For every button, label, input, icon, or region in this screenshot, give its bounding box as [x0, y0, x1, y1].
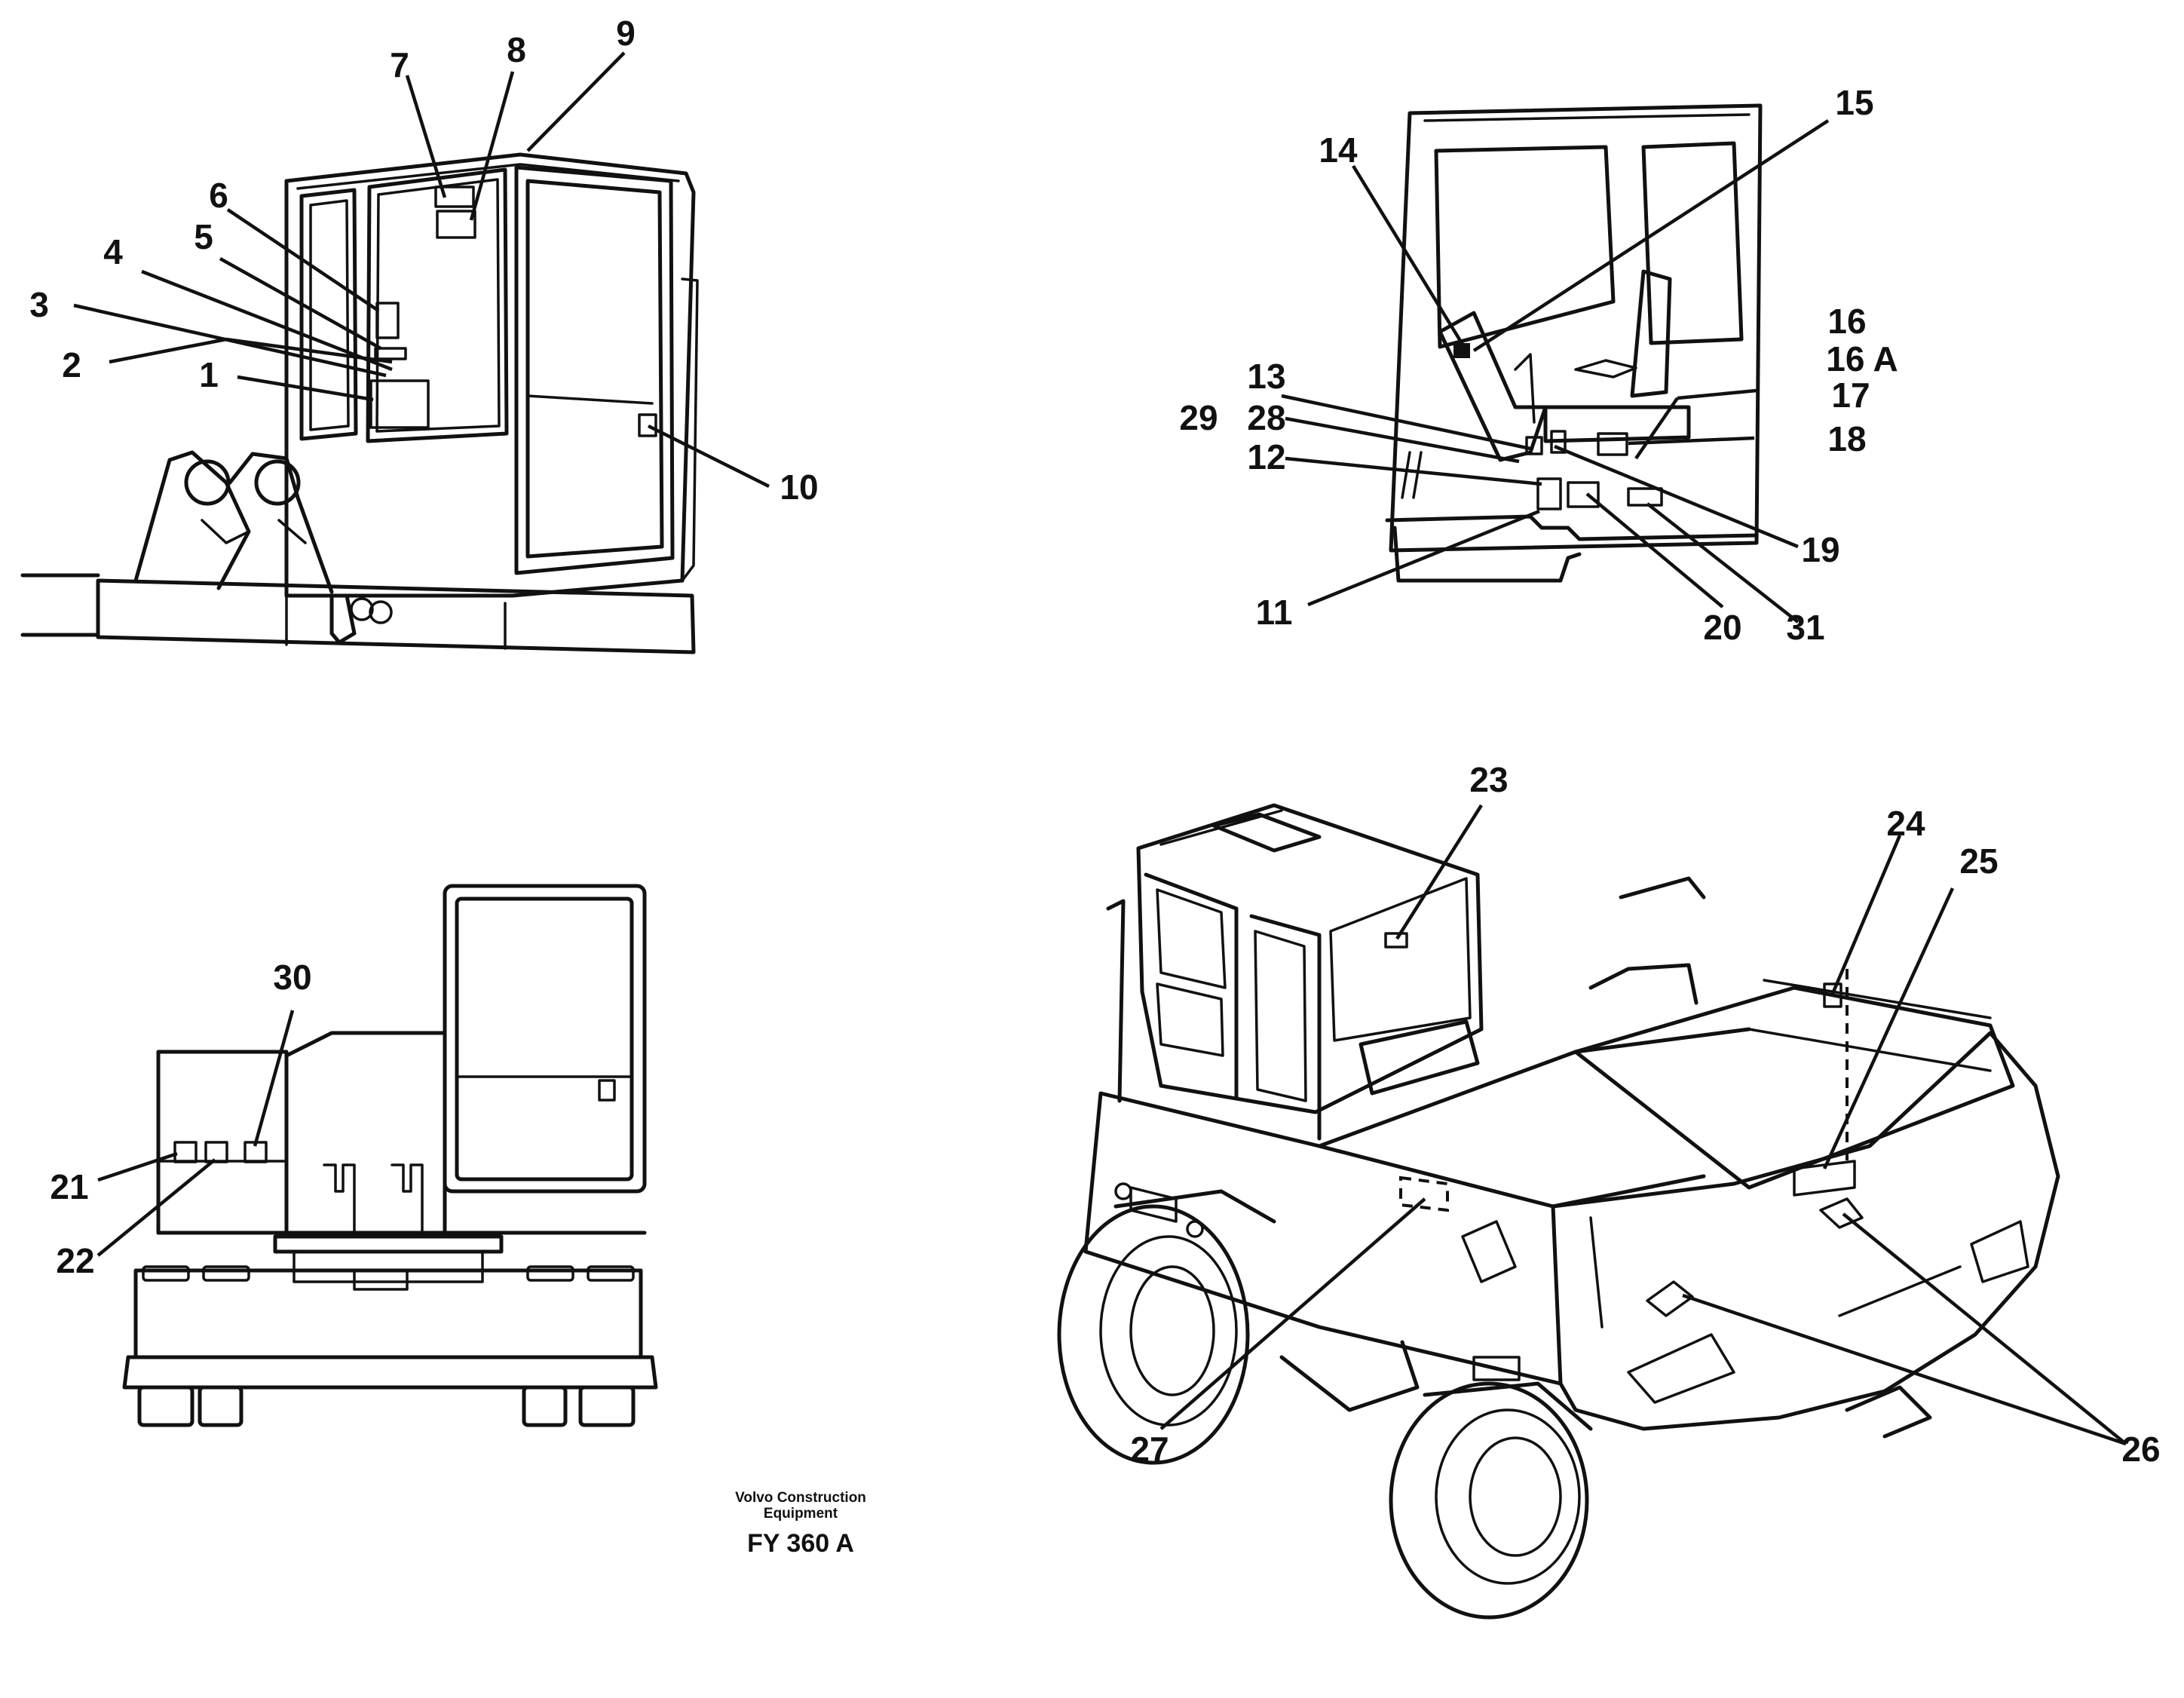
callout-2: 2 [62, 345, 81, 385]
callout-22: 22 [56, 1241, 94, 1280]
leader-lines [73, 51, 2127, 1446]
callout-20: 20 [1703, 608, 1741, 647]
callout-30: 30 [273, 958, 311, 997]
callout-11: 11 [1256, 593, 1293, 632]
callout-6: 6 [209, 176, 228, 215]
callout-8: 8 [507, 30, 526, 69]
caption-block: Volvo Construction Equipment FY 360 A [735, 1490, 866, 1558]
callout-10: 10 [780, 467, 818, 507]
callout-9: 9 [616, 14, 636, 53]
callout-27: 27 [1130, 1430, 1169, 1469]
callout-17: 17 [1831, 375, 1870, 415]
callout-15: 15 [1835, 83, 1873, 122]
callout-14: 14 [1319, 130, 1358, 170]
callout-16: 16 [1827, 302, 1866, 341]
callout-21: 21 [50, 1167, 88, 1206]
callout-26: 26 [2121, 1430, 2160, 1469]
caption-maker-line2: Equipment [764, 1506, 838, 1522]
callout-1: 1 [199, 355, 219, 394]
cab-side-view [20, 152, 699, 654]
callout-3: 3 [29, 285, 49, 324]
callout-16a: 16 A [1826, 339, 1898, 379]
cab-interior-view [1385, 103, 1763, 583]
callout-29: 29 [1179, 398, 1218, 437]
callout-5: 5 [194, 217, 213, 256]
callout-24: 24 [1886, 804, 1925, 843]
callout-31: 31 [1786, 608, 1824, 647]
caption-figure-code: FY 360 A [747, 1529, 854, 1558]
callout-labels: 7 8 9 6 5 4 3 2 1 10 14 15 13 29 28 12 1… [29, 14, 2160, 1469]
callout-12: 12 [1247, 437, 1285, 477]
callout-25: 25 [1959, 841, 1998, 881]
caption-maker-line1: Volvo Construction [735, 1490, 866, 1506]
machine-rear-perspective-view [1057, 803, 2060, 1620]
callout-7: 7 [390, 45, 409, 84]
callout-4: 4 [103, 232, 123, 271]
callout-28: 28 [1247, 398, 1285, 437]
callout-23: 23 [1469, 760, 1508, 799]
callout-19: 19 [1801, 530, 1839, 569]
machine-front-view [122, 884, 658, 1427]
callout-13: 13 [1247, 357, 1285, 396]
callout-18: 18 [1827, 419, 1866, 458]
